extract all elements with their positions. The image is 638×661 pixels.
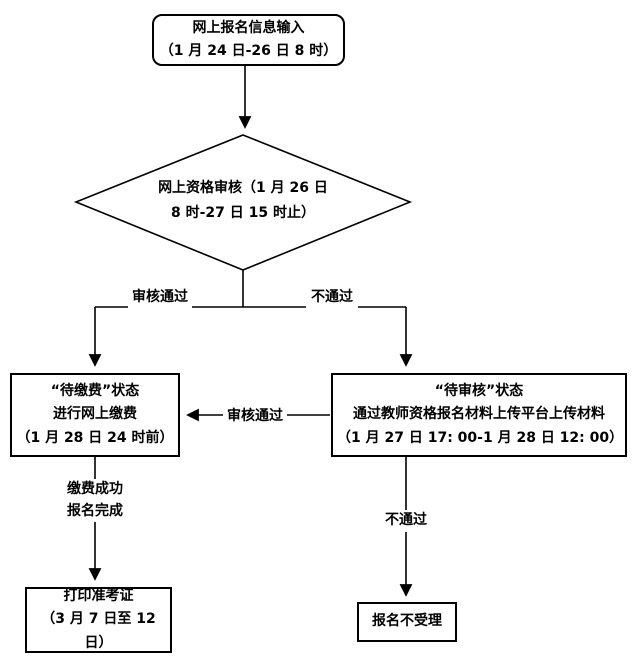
node-upload-line3: （1 月 27 日 17: 00-1 月 28 日 12: 00） <box>337 429 624 446</box>
label-branch-pass: 审核通过 <box>128 287 192 309</box>
node-reject: 报名不受理 <box>357 602 457 642</box>
node-review-text: 网上资格审核（1 月 26 日 8 时-27 日 15 时止） <box>113 176 373 226</box>
node-start-line2: （1 月 24 日-26 日 8 时） <box>159 43 338 59</box>
label-pay-done-line1: 缴费成功 <box>67 481 123 497</box>
node-pay-line2: 进行网上缴费 <box>53 406 137 423</box>
node-pay-line1: “待缴费”状态 <box>50 383 140 400</box>
label-mid-pass: 审核通过 <box>223 406 287 428</box>
label-bottom-fail: 不通过 <box>380 510 432 532</box>
node-start-line1: 网上报名信息输入 <box>192 19 305 36</box>
node-review-line2: 8 时-27 日 15 时止） <box>170 205 315 222</box>
node-print-line1: 打印准考证 <box>63 588 134 605</box>
label-branch-fail: 不通过 <box>306 287 358 309</box>
node-start: 网上报名信息输入 （1 月 24 日-26 日 8 时） <box>152 14 345 66</box>
node-upload: “待审核”状态 通过教师资格报名材料上传平台上传材料 （1 月 27 日 17:… <box>331 373 627 457</box>
node-print-line2: （3 月 7 日至 12 日） <box>41 611 156 651</box>
node-upload-line1: “待审核”状态 <box>434 383 524 400</box>
node-review-line1: 网上资格审核（1 月 26 日 <box>158 180 328 196</box>
node-upload-line2: 通过教师资格报名材料上传平台上传材料 <box>353 406 605 423</box>
label-pay-done: 缴费成功 报名完成 <box>60 479 130 523</box>
node-print: 打印准考证 （3 月 7 日至 12 日） <box>25 587 172 653</box>
node-reject-line1: 报名不受理 <box>372 613 442 630</box>
node-pay-line3: （1 月 28 日 24 时前） <box>16 429 174 446</box>
node-pay: “待缴费”状态 进行网上缴费 （1 月 28 日 24 时前） <box>10 373 180 457</box>
label-pay-done-line2: 报名完成 <box>67 502 123 519</box>
